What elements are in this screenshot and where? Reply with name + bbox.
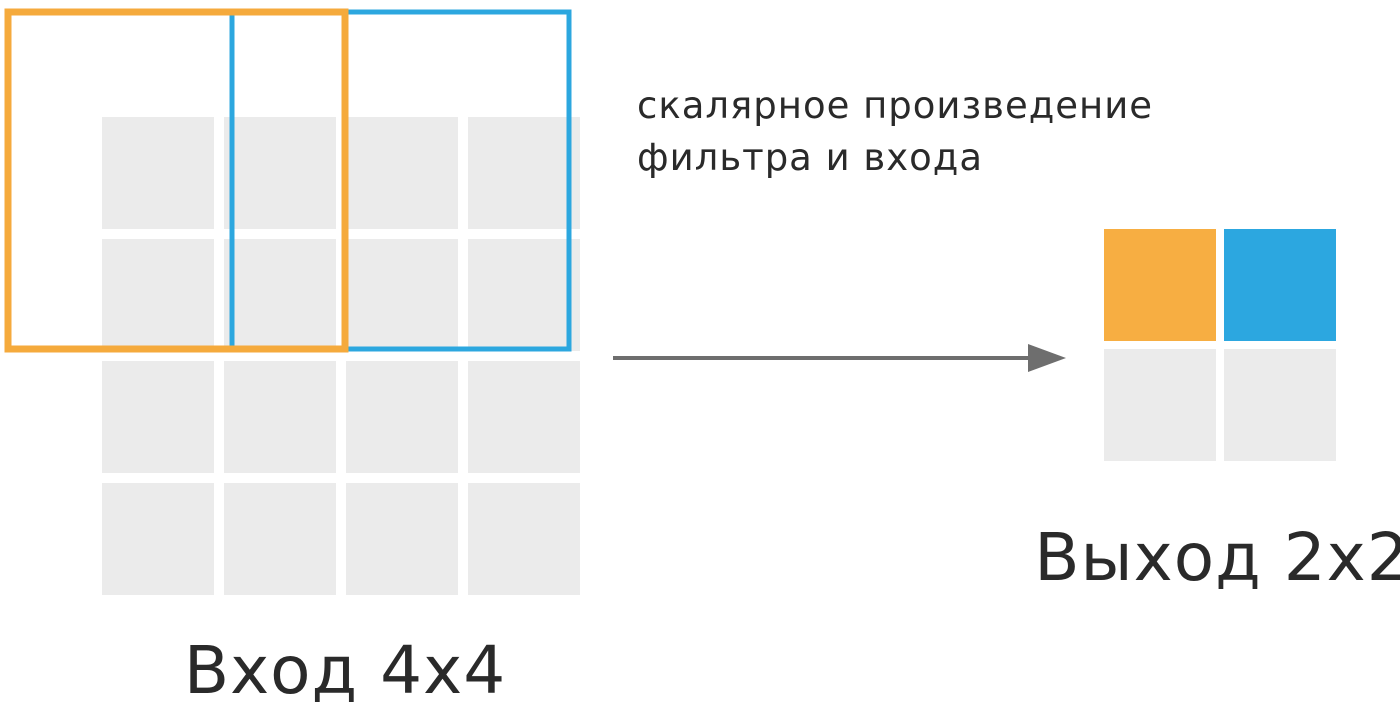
input-cell (346, 483, 458, 595)
input-cell (102, 483, 214, 595)
input-cell (224, 361, 336, 473)
operation-label-line-1: скалярное произведение (637, 84, 1153, 127)
input-grid-label: Вход 4x4 (184, 632, 506, 709)
input-cell (346, 361, 458, 473)
arrow-head (1028, 344, 1066, 372)
output-grid (1104, 229, 1336, 461)
operation-arrow (613, 344, 1066, 372)
filter-windows (4, 8, 572, 353)
input-cell (224, 483, 336, 595)
output-grid-label: Выход 2x2 (1034, 519, 1400, 596)
input-cell (224, 117, 336, 229)
input-cell (468, 239, 580, 351)
input-cell (346, 117, 458, 229)
input-cell (468, 117, 580, 229)
input-cell (224, 239, 336, 351)
input-cell (102, 117, 214, 229)
operation-label-line-2: фильтра и входа (637, 136, 983, 179)
input-cell (102, 239, 214, 351)
input-grid (102, 117, 580, 595)
output-cell (1224, 229, 1336, 341)
output-cell (1104, 229, 1216, 341)
filter-window-orange (4, 8, 349, 353)
filter-window-blue (229, 9, 572, 352)
input-cell (346, 239, 458, 351)
output-cell (1104, 349, 1216, 461)
input-cell (468, 483, 580, 595)
output-cell (1224, 349, 1336, 461)
input-cell (468, 361, 580, 473)
input-cell (102, 361, 214, 473)
